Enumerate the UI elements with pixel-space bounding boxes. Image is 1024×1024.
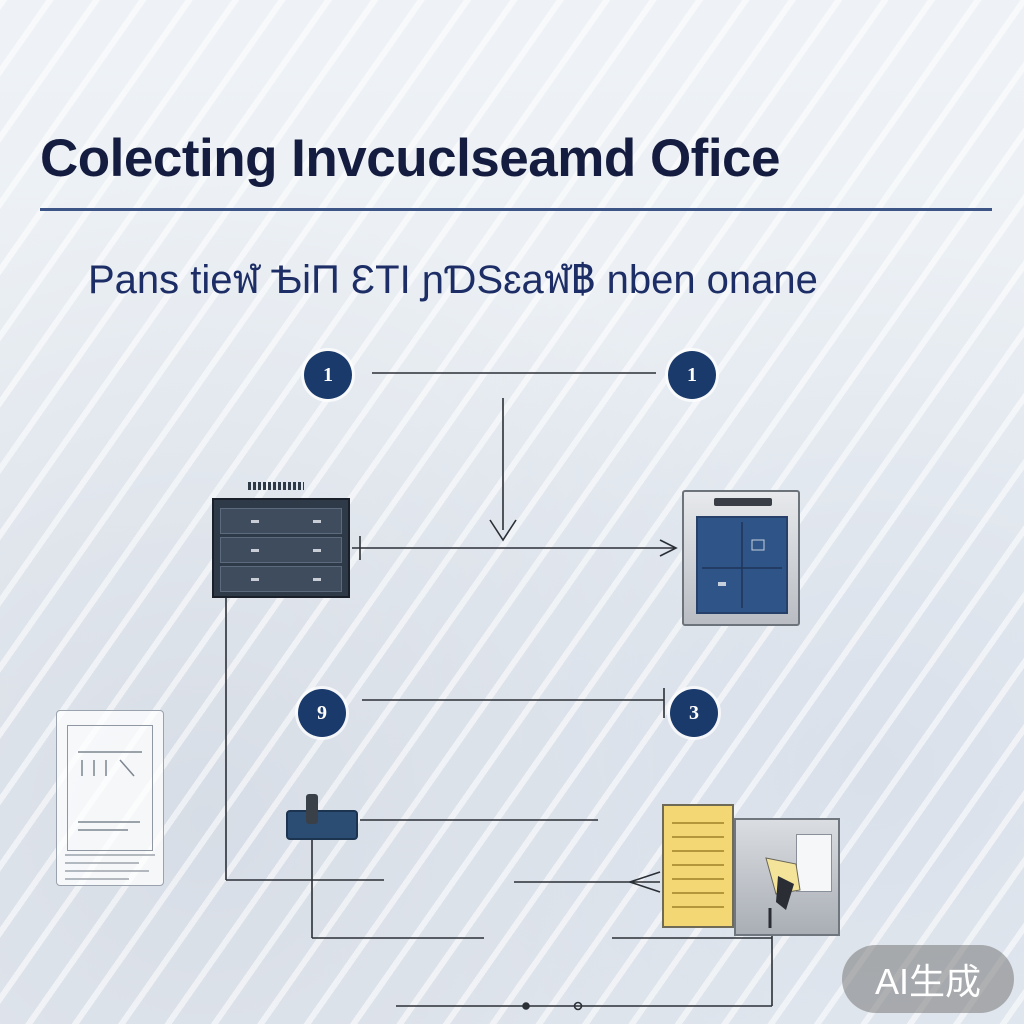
drawer-handle-icon xyxy=(313,520,321,523)
paper-form-icon xyxy=(56,710,164,886)
document-line xyxy=(672,906,724,908)
page-subtitle: Pans tieฬ ѢiΠ ƐΤΙ ɲƊSɛaฬ฿ nben onane xyxy=(88,258,818,302)
paper-form-footer-icon xyxy=(65,854,155,880)
server-panel-icon xyxy=(696,516,788,614)
document-line xyxy=(672,864,724,866)
phone-receiver-icon xyxy=(306,794,318,824)
arrowhead-right xyxy=(659,539,678,557)
cabinet-drawer xyxy=(220,537,342,563)
document-line xyxy=(672,822,724,824)
junction-ring xyxy=(573,1001,583,1011)
page-title: Colecting Invcuclseamd Ofice xyxy=(40,129,781,188)
arrowhead-down xyxy=(489,519,517,542)
cabinet-drawer xyxy=(220,508,342,534)
document-line xyxy=(672,836,724,838)
drawer-handle-icon xyxy=(251,520,259,523)
filing-cabinet-icon xyxy=(212,498,350,598)
document-line xyxy=(672,850,724,852)
drawer-handle-icon xyxy=(251,549,259,552)
cabinet-label-icon xyxy=(248,482,304,490)
step-badge-9: 9 xyxy=(298,689,346,737)
step-badge-3: 3 xyxy=(670,689,718,737)
document-folder-icon xyxy=(662,804,734,928)
document-line xyxy=(672,892,724,894)
printer-feed-icon xyxy=(765,857,801,928)
server-icon xyxy=(682,490,800,626)
document-line xyxy=(672,878,724,880)
server-panel-detail-icon xyxy=(702,522,782,608)
printer-icon xyxy=(734,818,840,936)
ai-generated-badge: AI生成 xyxy=(842,945,1014,1013)
drawer-handle-icon xyxy=(313,549,321,552)
drawer-handle-icon xyxy=(313,578,321,581)
arrowhead-left xyxy=(627,871,661,893)
printer-screen-icon xyxy=(796,834,832,892)
title-divider xyxy=(40,208,992,211)
paper-form-frame xyxy=(67,725,153,851)
paper-form-lines-icon xyxy=(78,751,142,831)
phone-icon xyxy=(286,794,358,840)
junction-dot xyxy=(522,1002,530,1010)
step-badge-1-right: 1 xyxy=(668,351,716,399)
drawer-handle-icon xyxy=(251,578,259,581)
cabinet-drawer xyxy=(220,566,342,592)
server-slot-icon xyxy=(714,498,772,506)
step-badge-1-left: 1 xyxy=(304,351,352,399)
